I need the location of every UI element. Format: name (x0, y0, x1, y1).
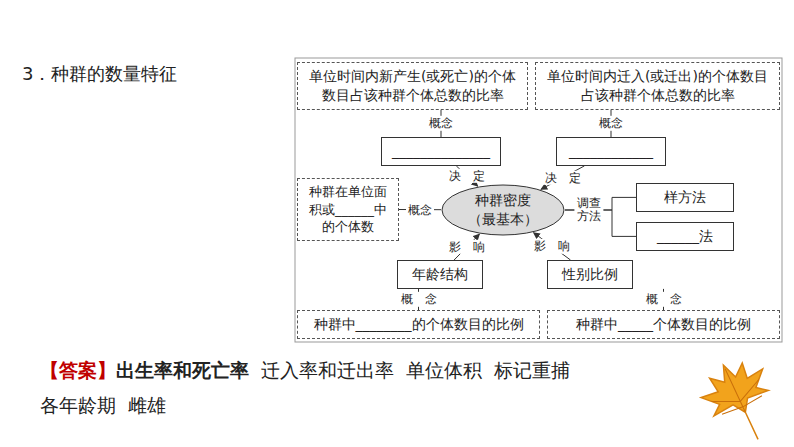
edge-label: 影 响 (447, 240, 487, 254)
node-text: ______________ (392, 142, 490, 161)
answer-line: 各年龄期雌雄 (40, 393, 178, 419)
answer-text: 单位体积 (406, 359, 482, 381)
method-box: ______法 (636, 222, 734, 251)
node-text: 种群中_____个体数目的比例 (576, 315, 751, 334)
node-text: ____________ (569, 142, 653, 161)
method-box: 样方法 (636, 183, 734, 212)
answer-tag: 【答案】 (40, 359, 116, 381)
definition-box: 单位时间内迁入(或迁出)的个体数目占该种群个体总数的比率 (535, 62, 780, 110)
center-ellipse: 种群密度 （最基本） (441, 184, 565, 236)
answer-text: 标记重捕 (494, 359, 570, 381)
ellipse-outline (441, 184, 565, 236)
edge-label: 调查方法 (574, 197, 603, 223)
answer-text: 出生率和死亡率 (116, 359, 249, 381)
node-text: 种群中________的个体数目的比例 (314, 315, 524, 334)
definition-box: 单位时间内新产生(或死亡)的个体数目占该种群个体总数的比率 (297, 62, 528, 110)
maple-leaf (693, 351, 789, 447)
feature-box: 性别比例 (547, 260, 633, 289)
node-text: 单位时间内新产生(或死亡)的个体数目占该种群个体总数的比率 (303, 67, 522, 105)
definition-box: 种群中_____个体数目的比例 (547, 310, 780, 339)
edge-label: 决 定 (447, 169, 487, 183)
feature-box: 年龄结构 (397, 260, 483, 289)
answer-text: 迁入率和迁出率 (261, 359, 394, 381)
node-text: 单位时间内迁入(或迁出)的个体数目占该种群个体总数的比率 (541, 67, 774, 105)
edge-label: 概念 (427, 116, 455, 130)
answer-line: 【答案】出生率和死亡率迁入率和迁出率单位体积标记重捕 (40, 358, 582, 384)
node-text: 种群在单位面积或______中的个体数 (303, 183, 393, 236)
node-text: 种群密度 （最基本） (468, 191, 538, 229)
edge-label: 概念 (406, 202, 434, 216)
definition-box: 种群中________的个体数目的比例 (297, 310, 540, 339)
node-text: 性别比例 (562, 265, 618, 284)
node-text: ______法 (657, 227, 713, 246)
section-title: 3．种群的数量特征 (22, 62, 177, 86)
edge-label: 决 定 (543, 170, 583, 184)
answer-text: 雌雄 (128, 394, 166, 416)
answer-text: 各年龄期 (40, 394, 116, 416)
blank-box: ______________ (381, 137, 501, 166)
diagram-frame (295, 58, 782, 342)
node-text: 样方法 (664, 188, 706, 207)
node-text: 年龄结构 (412, 265, 468, 284)
edge-label: 影 响 (532, 239, 572, 253)
blank-box: ____________ (556, 137, 666, 166)
edge-label: 概 念 (644, 292, 684, 306)
edge-label: 概 念 (399, 292, 439, 306)
connector (541, 166, 585, 190)
edge-label: 概念 (597, 116, 625, 130)
definition-box: 种群在单位面积或______中的个体数 (297, 178, 399, 241)
